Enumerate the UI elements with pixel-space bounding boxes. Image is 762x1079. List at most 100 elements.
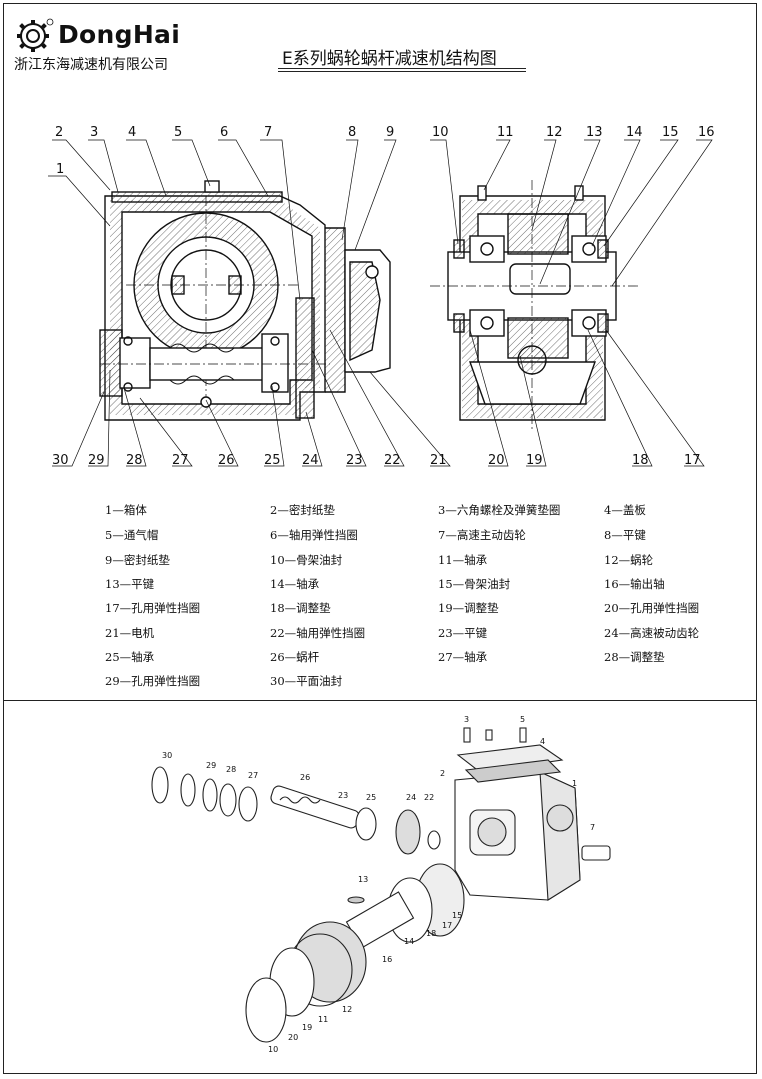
sectional-drawing: 2 3 4 5 6 7 8 9 10 11 12 13 14 15 16 1 3… <box>48 125 715 468</box>
callouts-bottom: 30 29 28 27 26 25 24 23 22 21 20 19 18 1… <box>52 453 701 468</box>
legend-item: 2—密封纸垫 <box>270 503 335 517</box>
callout-label: 23 <box>346 453 363 468</box>
exploded-part-label: 11 <box>318 1015 328 1024</box>
callout-label: 12 <box>546 125 563 140</box>
legend-item: 30—平面油封 <box>270 674 343 688</box>
legend-item: 7—高速主动齿轮 <box>438 528 526 542</box>
exploded-part-label: 29 <box>206 761 216 770</box>
legend-item: 26—蜗杆 <box>270 650 320 664</box>
legend-item: 15—骨架油封 <box>438 577 511 591</box>
callouts-top: 2 3 4 5 6 7 8 9 10 11 12 13 14 15 16 1 <box>55 125 715 177</box>
callout-label: 25 <box>264 453 281 468</box>
callout-label: 14 <box>626 125 643 140</box>
legend-item: 13—平键 <box>105 577 155 591</box>
callout-label: 30 <box>52 453 69 468</box>
exploded-part-label: 16 <box>382 955 392 964</box>
exploded-part-label: 14 <box>404 937 414 946</box>
exploded-part-label: 4 <box>540 737 545 746</box>
exploded-part-label: 19 <box>302 1023 312 1032</box>
legend-item: 12—蜗轮 <box>604 553 654 567</box>
section-divider <box>3 700 757 701</box>
callout-label: 22 <box>384 453 401 468</box>
legend-item: 9—密封纸垫 <box>105 553 170 567</box>
legend-item: 20—孔用弹性挡圈 <box>604 601 700 615</box>
legend-item: 25—轴承 <box>105 650 155 664</box>
left-section-view <box>99 180 391 421</box>
exploded-part-label: 30 <box>162 751 172 760</box>
company-name: 浙江东海减速机有限公司 <box>14 57 168 73</box>
exploded-part-label: 25 <box>366 793 376 802</box>
callout-label: 9 <box>386 125 394 140</box>
callout-label: 10 <box>432 125 449 140</box>
legend-item: 28—调整垫 <box>604 650 665 664</box>
callout-label: 11 <box>497 125 514 140</box>
exploded-part-label: 7 <box>590 823 595 832</box>
callout-label: 24 <box>302 453 319 468</box>
title-underline-thin <box>278 71 526 72</box>
exploded-part-label: 15 <box>452 911 462 920</box>
legend-item: 19—调整垫 <box>438 601 499 615</box>
legend-item: 4—盖板 <box>604 503 646 517</box>
callout-label: 7 <box>264 125 272 140</box>
legend-item: 8—平键 <box>604 528 646 542</box>
gear-logo-icon <box>17 18 54 52</box>
callout-label: 3 <box>90 125 98 140</box>
legend-item: 23—平键 <box>438 626 488 640</box>
callout-label: 2 <box>55 125 63 140</box>
exploded-part-label: 24 <box>406 793 416 802</box>
callout-label: 6 <box>220 125 228 140</box>
legend-item: 24—高速被动齿轮 <box>604 626 700 640</box>
brand-name: DongHai <box>58 20 181 49</box>
exploded-part-label: 5 <box>520 715 525 724</box>
legend-item: 17—孔用弹性挡圈 <box>105 601 201 615</box>
exploded-part-label: 18 <box>426 929 436 938</box>
page-title: E系列蜗轮蜗杆减速机结构图 <box>282 49 497 69</box>
exploded-part-label: 20 <box>288 1033 298 1042</box>
callout-label: 17 <box>684 453 701 468</box>
title-underline <box>278 68 526 69</box>
callout-label: 19 <box>526 453 543 468</box>
callout-label: 28 <box>126 453 143 468</box>
exploded-part-label: 27 <box>248 771 258 780</box>
right-section-view <box>430 180 640 430</box>
callout-label: 21 <box>430 453 447 468</box>
callout-label: 4 <box>128 125 136 140</box>
exploded-part-label: 13 <box>358 875 368 884</box>
callout-label: 5 <box>174 125 182 140</box>
exploded-part-label: 28 <box>226 765 236 774</box>
legend-item: 10—骨架油封 <box>270 553 343 567</box>
legend-item: 11—轴承 <box>438 553 488 567</box>
callout-label: 18 <box>632 453 649 468</box>
exploded-part-label: 17 <box>442 921 452 930</box>
legend-item: 5—通气帽 <box>105 528 159 542</box>
legend-item: 21—电机 <box>105 626 155 640</box>
exploded-part-label: 1 <box>572 779 577 788</box>
legend-item: 29—孔用弹性挡圈 <box>105 674 201 688</box>
exploded-part-label: 3 <box>464 715 469 724</box>
legend-item: 6—轴用弹性挡圈 <box>270 528 358 542</box>
legend-item: 18—调整垫 <box>270 601 331 615</box>
legend-item: 1—箱体 <box>105 503 147 517</box>
exploded-part-label: 23 <box>338 791 348 800</box>
legend-item: 14—轴承 <box>270 577 320 591</box>
exploded-part-label: 12 <box>342 1005 352 1014</box>
callout-label: 27 <box>172 453 189 468</box>
callout-label: 16 <box>698 125 715 140</box>
cover-part <box>456 744 564 773</box>
drawing-frame <box>3 3 757 1074</box>
legend-item: 22—轴用弹性挡圈 <box>270 626 366 640</box>
callout-label: 8 <box>348 125 356 140</box>
callout-label: 29 <box>88 453 105 468</box>
callout-label: 26 <box>218 453 235 468</box>
brand-header: DongHai 浙江东海减速机有限公司 <box>14 18 214 78</box>
legend-item: 27—轴承 <box>438 650 488 664</box>
exploded-part-label: 10 <box>268 1045 278 1054</box>
callout-label: 15 <box>662 125 679 140</box>
exploded-part-label: 22 <box>424 793 434 802</box>
callout-label: 1 <box>56 162 64 177</box>
callout-leaders <box>48 139 713 467</box>
legend-item: 16—输出轴 <box>604 577 665 591</box>
legend-item: 3—六角螺栓及弹簧垫圈 <box>438 503 561 517</box>
exploded-part-label: 26 <box>300 773 310 782</box>
